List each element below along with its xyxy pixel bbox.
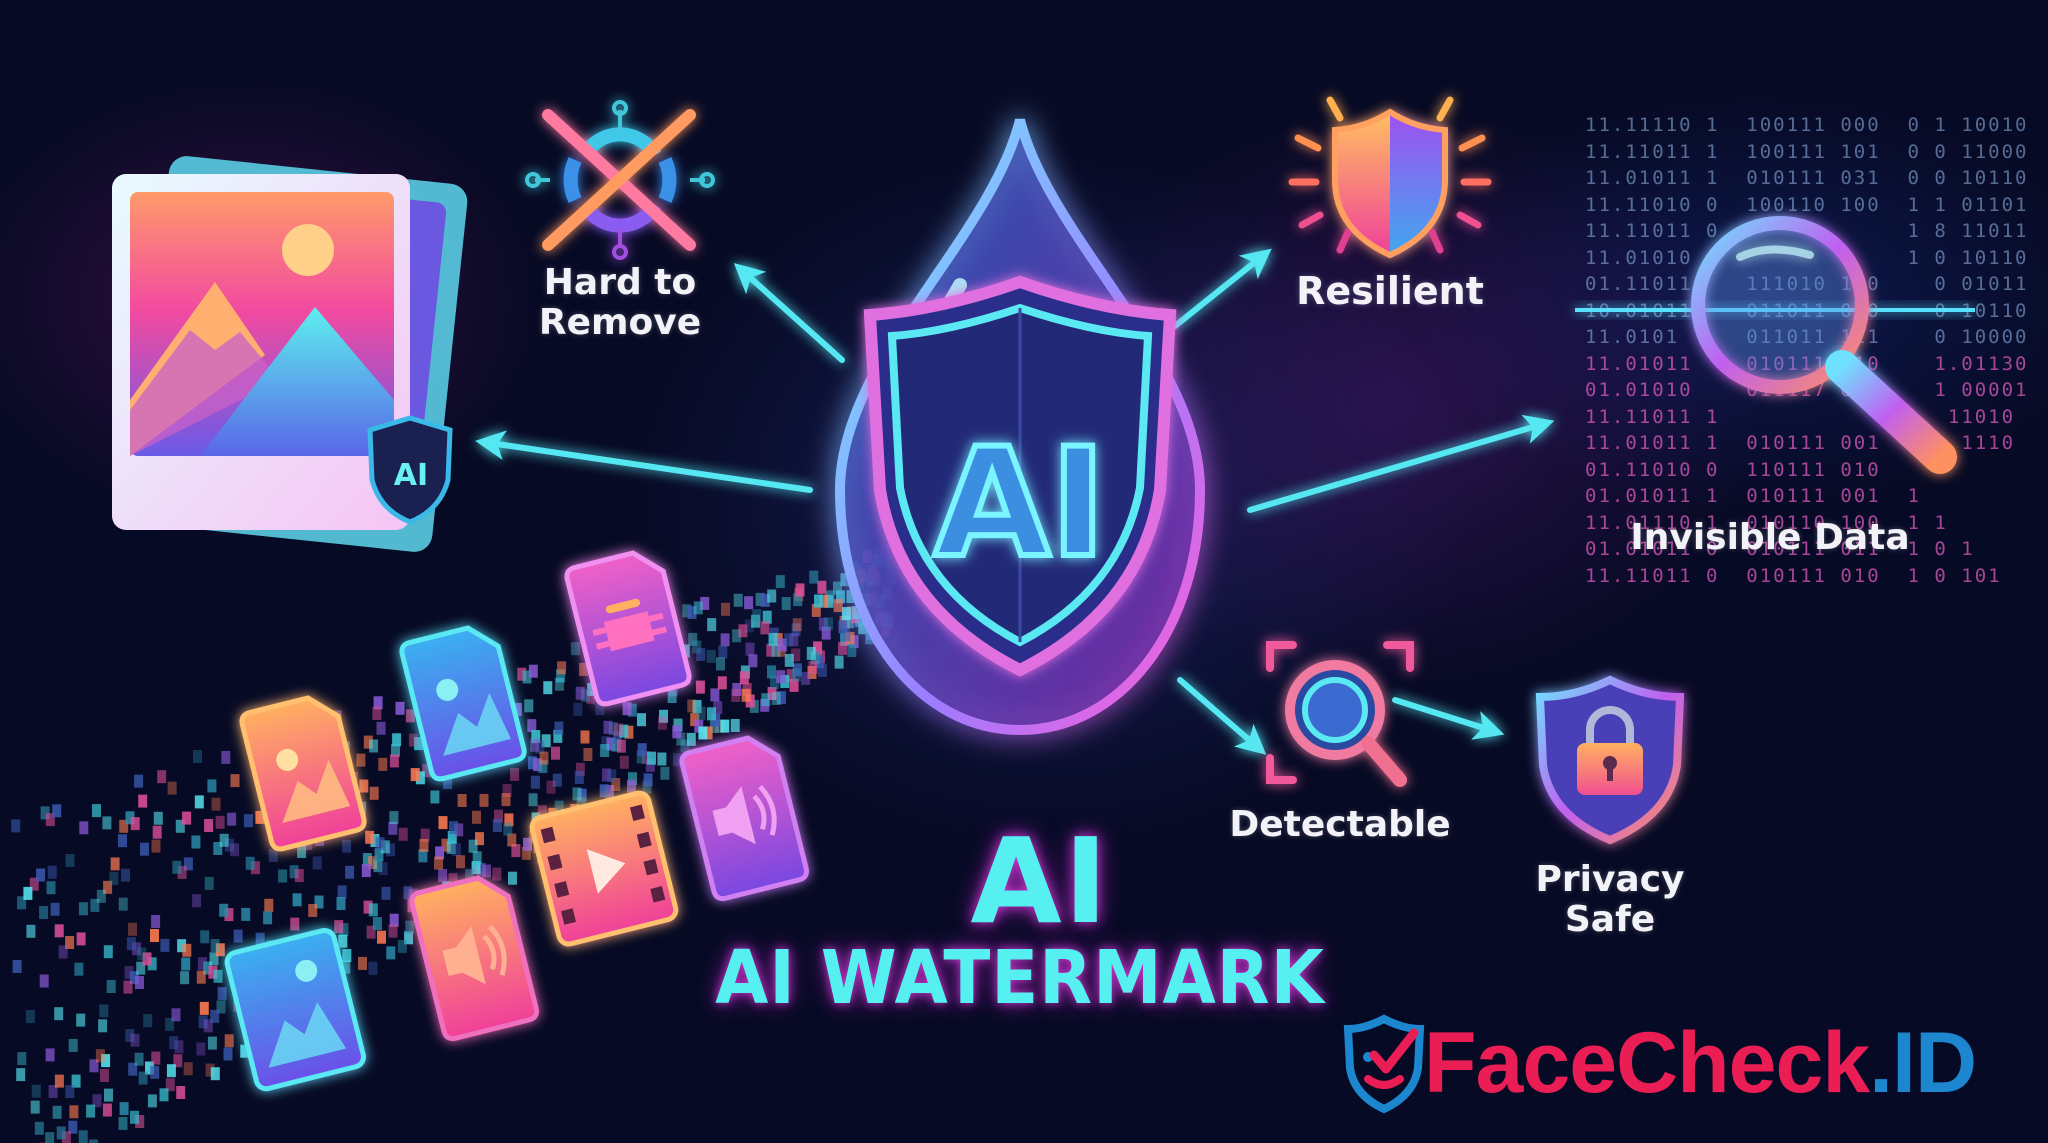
brand-tld: .ID xyxy=(1869,1014,1977,1111)
label-line: Remove xyxy=(538,302,702,344)
binary-row: 11.01110 1 010110 100 1 1 xyxy=(1585,511,1948,534)
arrow-to-invisible-data xyxy=(1247,414,1555,513)
binary-row: 01.11010 0 110111 010 xyxy=(1585,458,1881,481)
shield-icon xyxy=(863,275,1177,677)
title-ai: AI xyxy=(970,812,1110,950)
feature-hard-to-remove-label: Hard to Remove xyxy=(520,262,720,344)
title-ai-watermark: AI WATERMARK xyxy=(715,935,1325,1021)
ai-badge-shield-icon: AI xyxy=(367,415,453,525)
binary-row: 11.01011 1 010111 031 0 0 10110 xyxy=(1585,167,2029,189)
video-file-icon xyxy=(529,790,679,947)
image-file-icon xyxy=(239,695,367,852)
label-line: Privacy xyxy=(1535,859,1685,900)
image-file-icon xyxy=(399,625,527,782)
arrow-to-hard-to-remove xyxy=(733,262,845,363)
feature-detectable-label: Detectable xyxy=(1229,804,1451,845)
audio-file-icon xyxy=(409,875,539,1042)
svg-text:AI: AI xyxy=(394,458,428,493)
arrow-to-privacy xyxy=(1392,697,1505,740)
magnifier-over-binary-icon xyxy=(1691,216,1957,474)
arrow-to-detectable xyxy=(1177,677,1267,755)
shield-ai-text: AI xyxy=(934,417,1106,591)
feature-resilient-label: Resilient xyxy=(1296,269,1484,313)
crossed-out-network-icon xyxy=(525,100,715,260)
image-file-icon xyxy=(224,928,366,1092)
bug-file-icon xyxy=(564,550,692,707)
arrow-to-photo xyxy=(475,430,813,493)
brand-name: FaceCheck xyxy=(1424,1014,1870,1111)
label-line: Safe xyxy=(1564,899,1656,941)
photo-card: AI xyxy=(112,156,468,552)
label-line: Hard to xyxy=(543,262,697,303)
sun-icon xyxy=(282,224,334,276)
glowing-shield-icon xyxy=(1288,96,1492,259)
arrow-to-resilient xyxy=(1172,248,1272,329)
shield-check-smile-icon xyxy=(1343,1014,1425,1114)
binary-row: 01.01011 1 010111 001 1 xyxy=(1585,485,1921,507)
facecheck-brand-logo: FaceCheck.ID xyxy=(1343,1008,1977,1118)
feature-invisible-data-label: Invisible Data xyxy=(1630,517,1910,558)
audio-file-icon xyxy=(679,735,809,902)
feature-privacy-safe-label: Privacy Safe xyxy=(1500,859,1720,941)
center-emblem: AI xyxy=(834,118,1206,736)
scan-magnifier-icon xyxy=(1266,641,1414,787)
shield-lock-icon xyxy=(1535,675,1685,845)
